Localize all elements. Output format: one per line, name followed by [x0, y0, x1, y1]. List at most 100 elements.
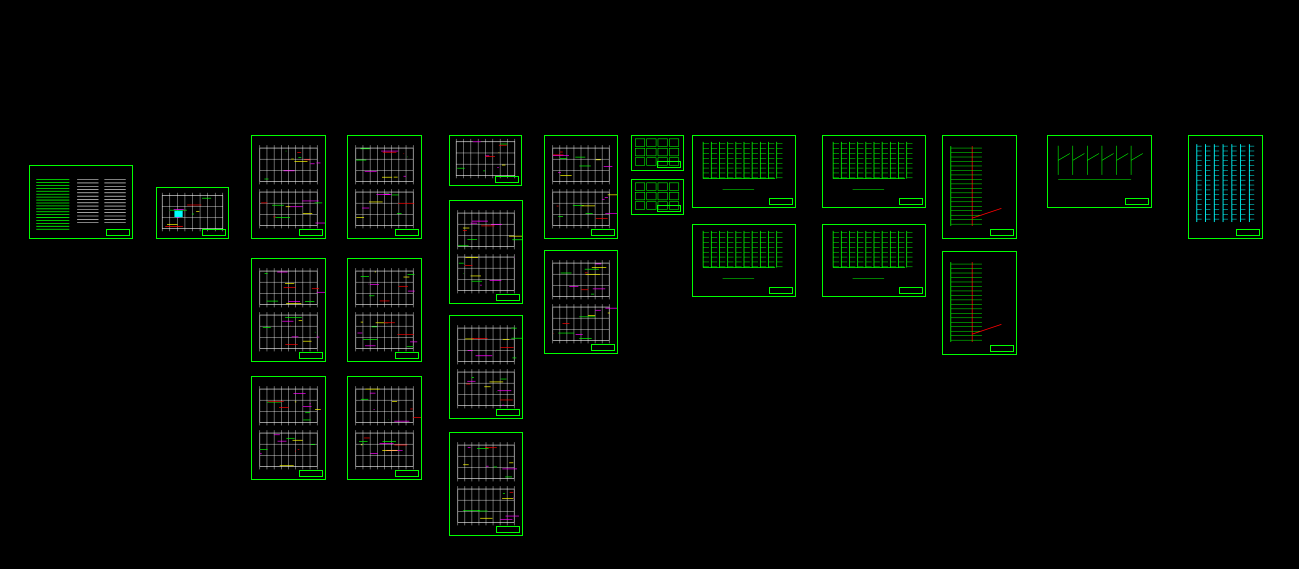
sheet-drawing	[161, 192, 224, 232]
title-block	[990, 345, 1014, 352]
title-block	[299, 352, 323, 359]
sheet-drawing	[457, 210, 522, 294]
title-block	[299, 470, 323, 477]
drawing-rect	[635, 201, 646, 210]
sheet-drawing	[457, 325, 522, 409]
drawing-rect	[646, 191, 657, 201]
drawing-sheet-floor-plan-double[interactable]	[449, 432, 523, 536]
drawing-rect	[646, 147, 657, 157]
drawing-sheet-detail-grid[interactable]	[631, 135, 684, 171]
drawing-rect	[669, 138, 680, 147]
title-block	[496, 294, 520, 301]
sheet-drawing	[455, 138, 516, 179]
drawing-sheet-riser-diagram[interactable]	[692, 135, 796, 208]
drawing-rect	[174, 210, 183, 218]
drawing-sheet-detail-grid[interactable]	[631, 179, 684, 215]
title-block	[657, 205, 681, 212]
title-block	[496, 409, 520, 416]
drawing-rect	[646, 138, 657, 147]
drawing-rect	[635, 147, 646, 157]
title-block	[769, 287, 793, 294]
title-block	[591, 344, 615, 351]
sheet-drawing	[355, 145, 415, 229]
drawing-rect	[657, 138, 668, 147]
drawing-rect	[657, 191, 668, 201]
drawing-sheet-riser-diagram[interactable]	[692, 224, 796, 297]
drawing-sheet-riser-diagram[interactable]	[822, 224, 926, 297]
drawing-sheet-riser-tall[interactable]	[942, 135, 1017, 239]
sheet-drawing	[457, 442, 520, 526]
drawing-stroke	[1072, 153, 1085, 161]
title-block	[899, 198, 923, 205]
sheet-drawing	[259, 386, 321, 470]
sheet-drawing	[950, 146, 1002, 226]
sheet-drawing	[355, 386, 421, 470]
drawing-sheet-floor-plan-double[interactable]	[347, 376, 422, 480]
drawing-rect	[657, 182, 668, 191]
drawing-stroke	[972, 208, 1002, 219]
drawing-stroke	[972, 324, 1002, 335]
title-block	[591, 229, 615, 236]
drawing-sheet-floor-plan-double[interactable]	[449, 200, 523, 304]
drawing-sheet-floor-plan-double[interactable]	[251, 135, 326, 239]
title-block	[395, 229, 419, 236]
drawing-rect	[669, 147, 680, 157]
title-block	[496, 526, 520, 533]
drawing-rect	[669, 191, 680, 201]
title-block	[1236, 229, 1260, 236]
sheet-drawing	[552, 260, 617, 344]
title-block	[106, 229, 130, 236]
sheet-drawing	[1057, 145, 1143, 181]
drawing-stroke	[1087, 153, 1100, 161]
drawing-sheet-notes[interactable]	[29, 165, 133, 239]
drawing-rect	[635, 191, 646, 201]
drawing-sheet-floor-plan-single[interactable]	[449, 135, 522, 186]
title-block	[202, 229, 226, 236]
title-block	[299, 229, 323, 236]
drawing-stroke	[1101, 153, 1114, 161]
drawing-sheet-site-plan[interactable]	[156, 187, 229, 239]
sheet-drawing	[832, 230, 913, 279]
sheet-drawing	[1196, 144, 1255, 223]
drawing-rect	[646, 157, 657, 166]
drawing-sheet-riser-tall[interactable]	[942, 251, 1017, 355]
sheet-drawing	[702, 141, 783, 190]
drawing-rect	[657, 147, 668, 157]
drawing-sheet-floor-plan-double[interactable]	[251, 258, 326, 362]
drawing-sheet-floor-plan-double[interactable]	[449, 315, 523, 419]
drawing-stroke	[1130, 153, 1143, 161]
title-block	[657, 161, 681, 168]
sheet-drawing	[702, 230, 783, 279]
drawing-rect	[635, 157, 646, 166]
drawing-stroke	[1116, 153, 1129, 161]
drawing-sheet-floor-plan-double[interactable]	[347, 258, 422, 362]
drawing-sheet-floor-plan-double[interactable]	[544, 250, 618, 354]
title-block	[990, 229, 1014, 236]
sheet-drawing	[552, 145, 617, 229]
sheet-drawing	[259, 145, 325, 229]
drawing-rect	[646, 201, 657, 210]
drawing-stroke	[1058, 153, 1070, 161]
title-block	[1125, 198, 1149, 205]
title-block	[899, 287, 923, 294]
drawing-sheet-riser-diagram[interactable]	[822, 135, 926, 208]
sheet-drawing	[832, 141, 913, 190]
drawing-sheet-floor-plan-double[interactable]	[251, 376, 326, 480]
drawing-sheet-system-diagram[interactable]	[1047, 135, 1152, 208]
title-block	[495, 176, 519, 183]
sheet-drawing	[355, 268, 418, 352]
sheet-drawing	[259, 268, 325, 352]
drawing-rect	[635, 182, 646, 191]
drawing-sheet-riser-cyan[interactable]	[1188, 135, 1263, 239]
drawing-rect	[669, 182, 680, 191]
drawing-rect	[646, 182, 657, 191]
drawing-rect	[635, 138, 646, 147]
sheet-drawing	[950, 262, 1002, 342]
title-block	[769, 198, 793, 205]
drawing-sheet-floor-plan-double[interactable]	[347, 135, 422, 239]
sheet-drawing	[36, 179, 126, 230]
drawing-sheet-floor-plan-double[interactable]	[544, 135, 618, 239]
title-block	[395, 352, 419, 359]
title-block	[395, 470, 419, 477]
